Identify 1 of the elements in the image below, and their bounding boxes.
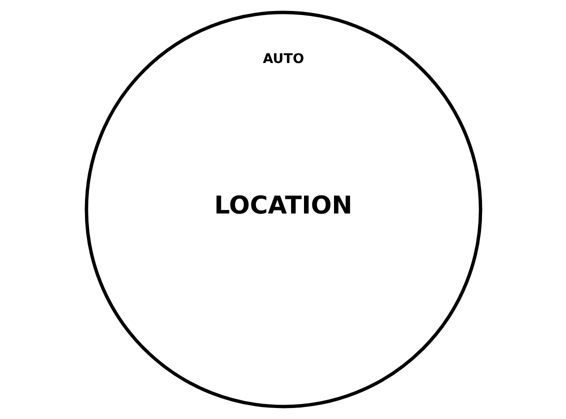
node-circle: AUTO LOCATION <box>84 10 482 408</box>
